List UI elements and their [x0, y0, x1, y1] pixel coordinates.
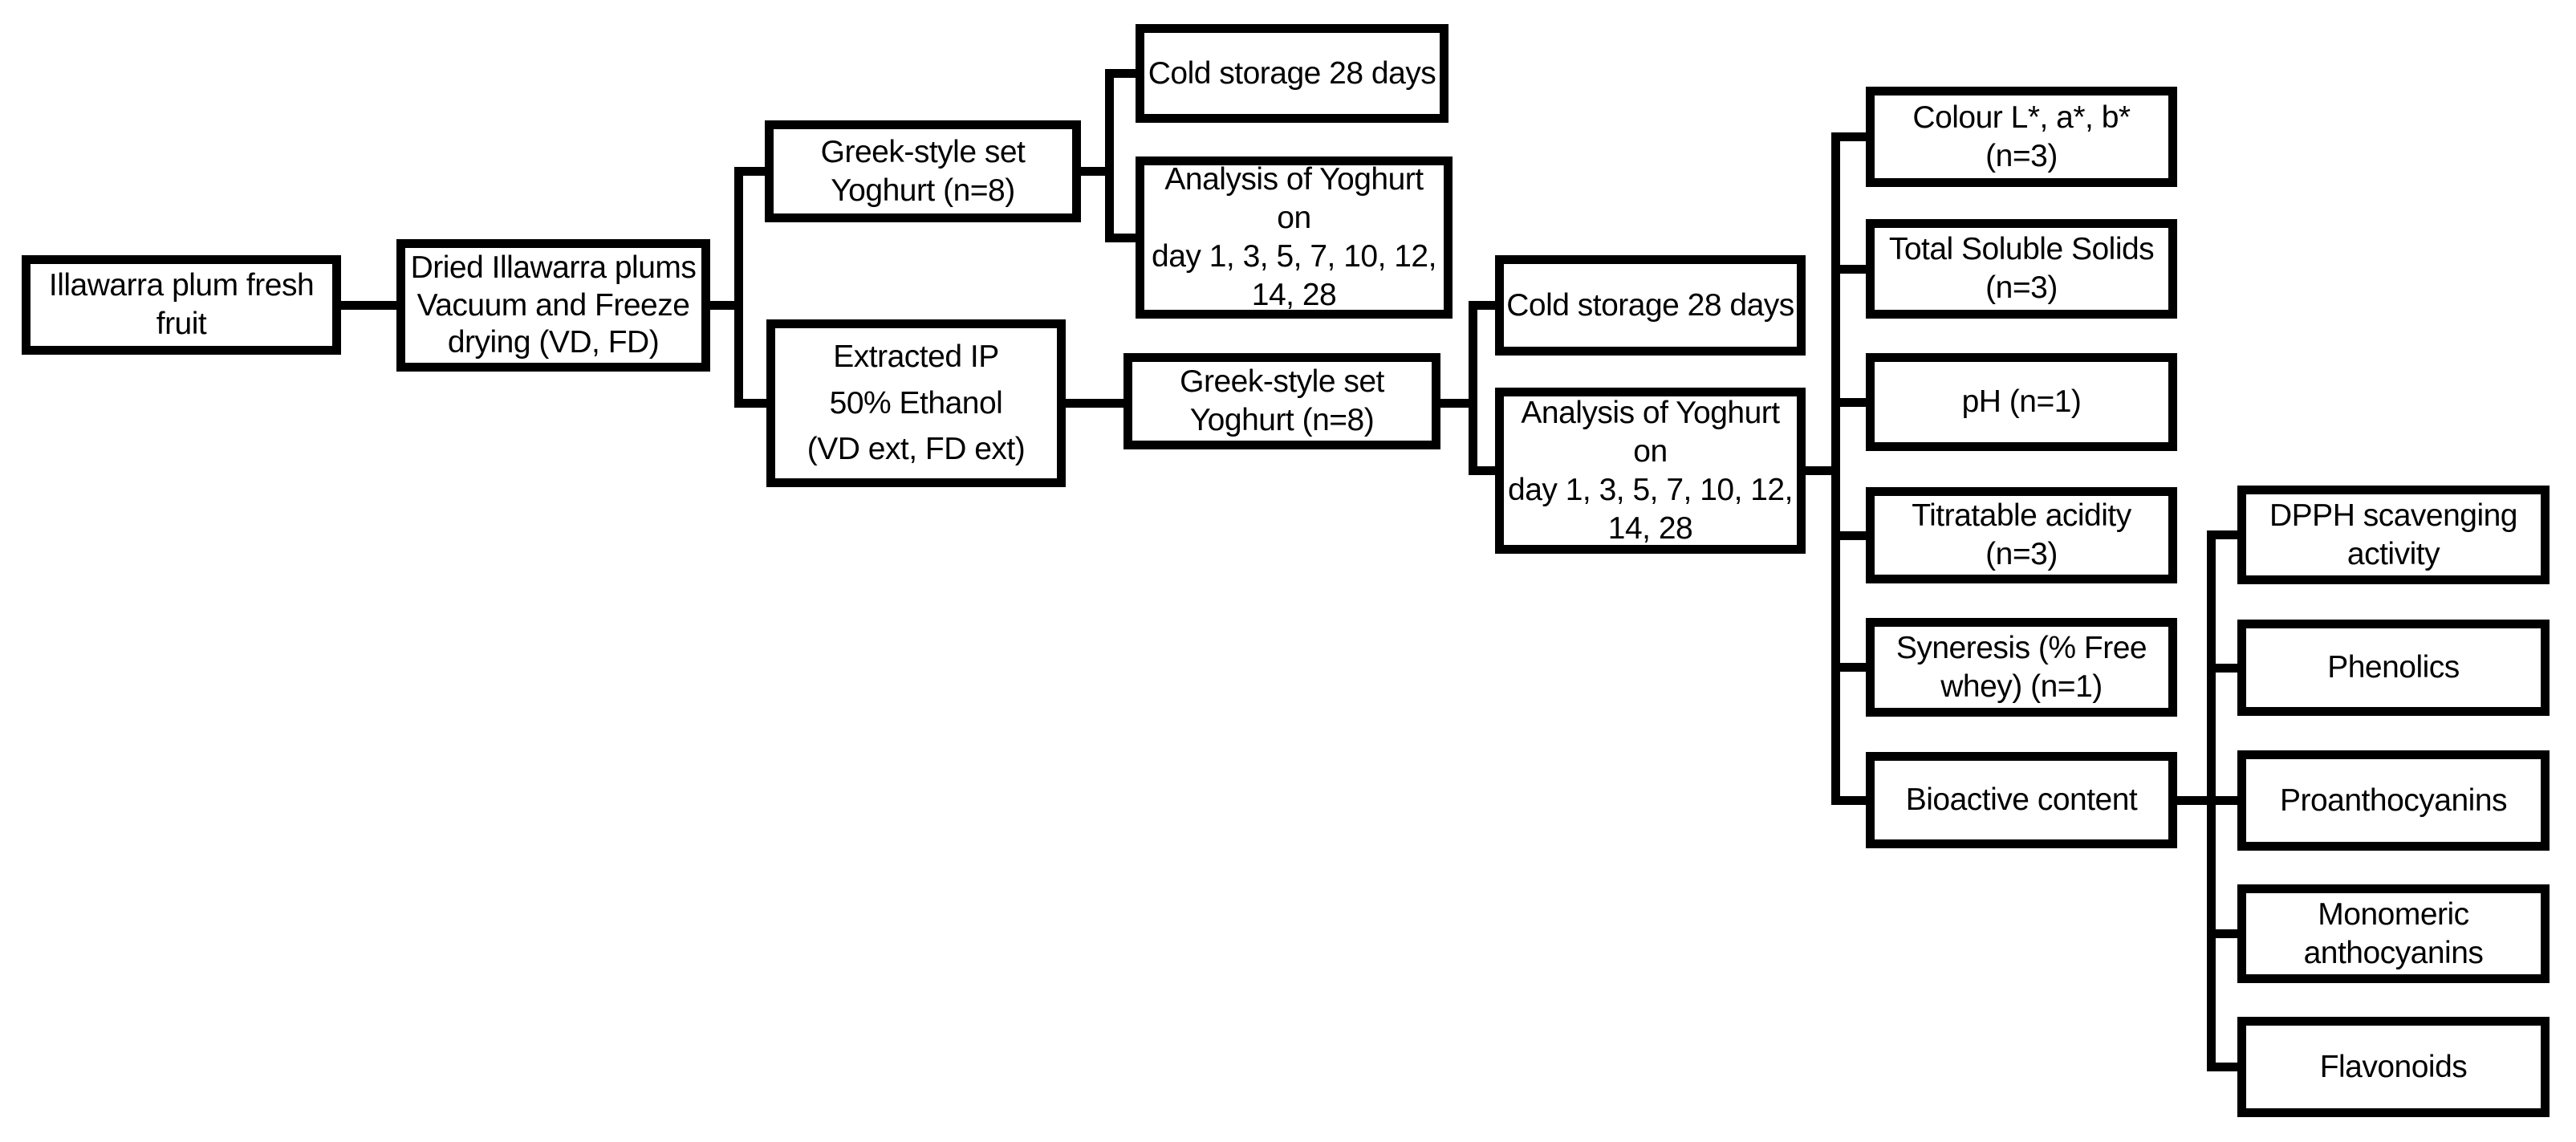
node-label-line: fruit: [156, 307, 207, 341]
connector-bracket5-to-monomeric: [2207, 929, 2237, 938]
connector-bracket3-vertical: [1469, 301, 1477, 475]
node-extracted-ip: Extracted IP 50% Ethanol (VD ext, FD ext): [766, 319, 1066, 487]
node-label-line: Flavonoids: [2319, 1049, 2468, 1084]
node-phenolics: Phenolics: [2237, 620, 2550, 716]
connector-bracket2-vertical: [1105, 69, 1114, 242]
node-label-line: anthocyanins: [2303, 935, 2484, 970]
node-colour-lab: Colour L*, a*, b*(n=3): [1866, 87, 2177, 187]
connector-bracket4-to-tss: [1831, 265, 1866, 274]
node-bioactive-content: Bioactive content: [1866, 752, 2177, 848]
node-flavonoids: Flavonoids: [2237, 1017, 2550, 1117]
connector-bracket4-to-syneresis: [1831, 663, 1866, 672]
node-label-line: Greek-style set: [1180, 364, 1384, 399]
connector-greek2-stub: [1440, 399, 1477, 408]
node-label-line: (n=3): [1985, 537, 2058, 571]
node-label-line: activity: [2346, 536, 2440, 571]
node-cold-storage-1: Cold storage 28 days: [1136, 24, 1448, 123]
connector-bracket1-to-greek1: [734, 167, 765, 176]
node-label-line: Yoghurt (n=8): [1189, 403, 1375, 437]
node-label-line: day 1, 3, 5, 7, 10, 12,: [1508, 472, 1793, 507]
connector-bracket5-to-dpph: [2207, 530, 2237, 539]
connector-bracket5-to-proanthocyanins: [2207, 796, 2237, 805]
node-label-line: whey) (n=1): [1940, 669, 2103, 704]
node-label-line: 14, 28: [1607, 510, 1693, 546]
node-titratable-acidity: Titratable acidity (n=3): [1866, 487, 2177, 583]
node-syneresis: Syneresis (% Free whey) (n=1): [1866, 618, 2177, 717]
node-label-line: Bioactive content: [1905, 782, 2138, 817]
node-fresh-fruit: Illawarra plum fresh fruit: [22, 255, 341, 355]
node-label-line: drying (VD, FD): [447, 325, 660, 360]
node-label-line: Cold storage 28 days: [1506, 287, 1794, 323]
node-label-line: Dried Illawarra plums: [410, 250, 697, 285]
node-label-line: 50% Ethanol: [829, 385, 1003, 421]
connector-bracket4-to-ph: [1831, 398, 1866, 407]
connector-bracket4-to-titratable: [1831, 531, 1866, 540]
node-analysis-1: Analysis of Yoghurt on day 1, 3, 5, 7, 10…: [1136, 156, 1453, 319]
node-label-line: Illawarra plum fresh: [48, 268, 315, 303]
node-label-line: (VD ext, FD ext): [807, 432, 1026, 467]
node-label-line: 14, 28: [1251, 278, 1337, 312]
connector-bracket2-to-cold1: [1105, 69, 1136, 78]
node-label-line: Yoghurt (n=8): [831, 173, 1015, 208]
node-label-line: Colour L*, a*, b*: [1912, 100, 2131, 135]
connector-bracket1-vertical: [734, 167, 743, 408]
node-label-line: Greek-style set: [820, 134, 1026, 169]
connector-dried-stub: [710, 301, 743, 310]
node-label-line: Phenolics: [2327, 650, 2460, 685]
connector-analysis2-stub: [1806, 466, 1840, 475]
node-ph: pH (n=1): [1866, 353, 2177, 451]
node-label-line: Cold storage 28 days: [1148, 55, 1436, 91]
connector-fresh-to-dried: [341, 301, 396, 310]
node-label-line: Analysis of Yoghurt on: [1521, 395, 1780, 469]
node-label-line: Analysis of Yoghurt on: [1164, 162, 1424, 235]
node-label-line: (n=3): [1985, 270, 2058, 305]
node-label-line: Extracted IP: [833, 339, 999, 374]
connector-bracket3-to-analysis2: [1469, 466, 1495, 475]
node-label-line: pH (n=1): [1961, 384, 2082, 419]
connector-bracket5-to-flavonoids: [2207, 1063, 2237, 1071]
connector-bracket4-to-colour: [1831, 132, 1866, 141]
node-label-line: Monomeric: [2318, 896, 2469, 932]
node-label-line: Titratable acidity: [1912, 498, 2131, 533]
connector-bracket2-to-analysis1: [1105, 234, 1136, 242]
connector-bioactive-stub: [2177, 796, 2216, 805]
connector-extracted-to-greek2: [1066, 399, 1123, 408]
connector-greek1-stub: [1081, 167, 1114, 176]
connector-bracket5-to-phenolics: [2207, 664, 2237, 673]
node-label-line: Vacuum and Freeze: [416, 287, 690, 323]
node-label-line: day 1, 3, 5, 7, 10, 12,: [1152, 239, 1436, 274]
node-cold-storage-2: Cold storage 28 days: [1495, 255, 1806, 356]
connector-bracket4-vertical: [1831, 132, 1840, 805]
connector-bracket4-to-bioactive: [1831, 796, 1866, 805]
node-label-line: Syneresis (% Free: [1895, 630, 2147, 665]
connector-bracket3-to-cold2: [1469, 301, 1495, 310]
node-total-soluble-solids: Total Soluble Solids (n=3): [1866, 219, 2177, 319]
node-label-line: Proanthocyanins: [2279, 782, 2508, 818]
node-label-line: Total Soluble Solids: [1888, 232, 2155, 266]
node-label-line: DPPH scavenging: [2269, 498, 2518, 533]
node-proanthocyanins: Proanthocyanins: [2237, 750, 2550, 851]
node-label-line: (n=3): [1985, 138, 2058, 173]
connector-bracket1-to-extracted: [734, 399, 766, 408]
